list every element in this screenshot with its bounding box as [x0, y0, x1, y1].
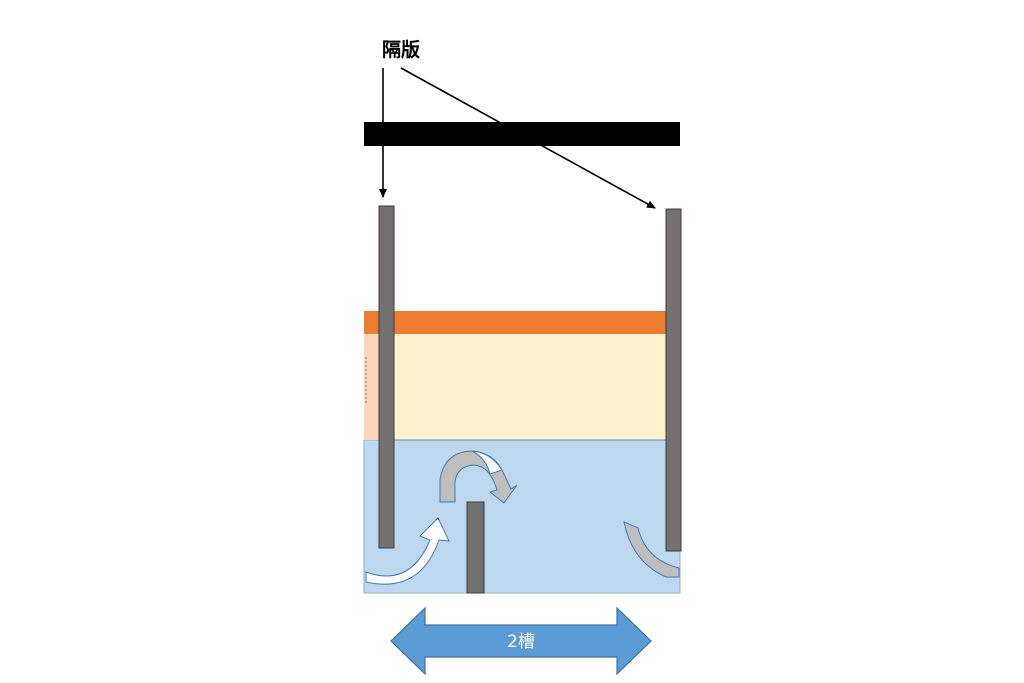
baffle-middle — [466, 501, 485, 594]
flow-down-icon — [623, 521, 680, 578]
flow-over-head — [471, 450, 503, 475]
cream-layer — [393, 332, 667, 441]
baffle-left — [378, 205, 395, 549]
baffle-right — [665, 208, 682, 552]
top-bar — [364, 122, 680, 146]
orange-layer — [364, 311, 666, 334]
flow-up-icon — [365, 517, 450, 585]
tank-count-label: 2槽 — [507, 632, 535, 652]
double-headed-arrow-icon — [390, 606, 652, 676]
partition-label: 隔版 — [382, 38, 420, 61]
water-zone — [363, 439, 681, 594]
dotted-edge — [364, 355, 369, 405]
